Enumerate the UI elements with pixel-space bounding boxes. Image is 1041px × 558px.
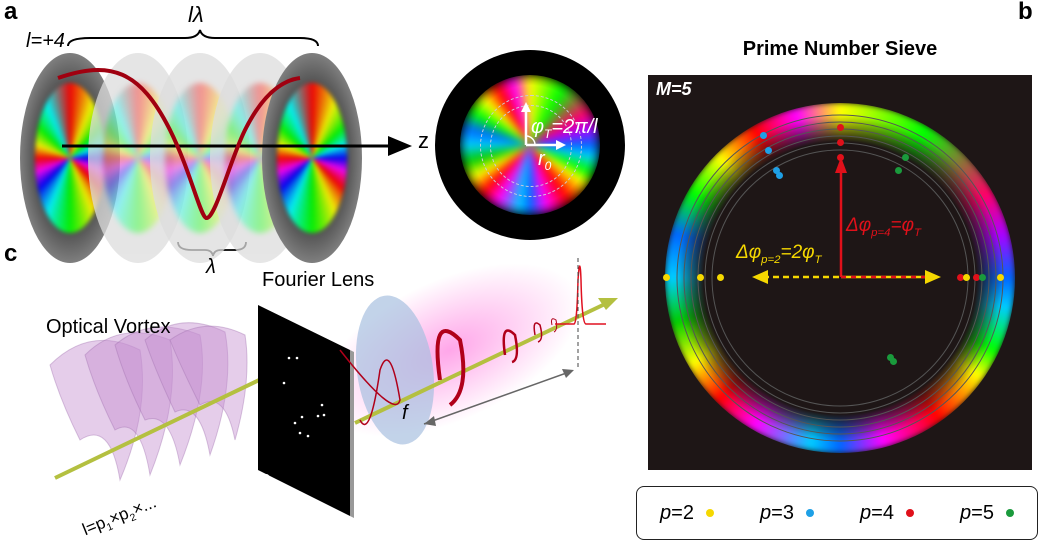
- phase-pattern: [277, 83, 347, 233]
- dashed-ring: [480, 95, 582, 197]
- point-p4: [972, 273, 980, 281]
- axis-arrow-icon: [598, 298, 618, 310]
- sieve-title: Prime Number Sieve: [742, 38, 938, 60]
- ring-overlay: [676, 114, 1004, 442]
- vortex-wavefronts: [49, 322, 248, 482]
- legend-value: =5: [971, 501, 994, 524]
- legend-dot: [905, 509, 914, 517]
- point-p2: [716, 273, 724, 281]
- focal-length-label: f: [402, 402, 408, 424]
- r-symbol: r: [538, 148, 545, 170]
- phi-t-label: φT=2π/l: [531, 116, 598, 141]
- point-p5: [901, 153, 909, 161]
- phi-sub: T: [544, 127, 552, 141]
- legend-value: =4: [871, 501, 894, 524]
- point-p3: [772, 166, 780, 174]
- legend-item-p2: p=2: [660, 502, 714, 525]
- point-p2: [662, 273, 670, 281]
- panel-label-a: a: [4, 0, 18, 25]
- z-label: z: [418, 128, 429, 153]
- legend-dot: [1005, 509, 1014, 517]
- phase-profile: φT=2π/l r0: [435, 50, 625, 240]
- optical-vortex-label: Optical Vortex: [46, 316, 171, 338]
- legend: p=2 p=3 p=4 p=5: [636, 486, 1038, 540]
- helix-wave: [57, 67, 301, 220]
- point-p5: [894, 166, 902, 174]
- legend-item-p3: p=3: [760, 502, 814, 525]
- annot-mid: =2φ: [780, 242, 815, 263]
- legend-item-p5: p=5: [960, 502, 1014, 525]
- point-p4: [836, 123, 844, 131]
- delta-phi: Δφ: [846, 215, 872, 236]
- legend-value: =3: [771, 501, 794, 524]
- point-p5: [889, 357, 897, 365]
- phi-symbol: φ: [531, 116, 545, 138]
- delta-phi: Δφ: [736, 242, 762, 263]
- charge-text: l=+4: [26, 30, 65, 52]
- point-p2: [996, 273, 1004, 281]
- focal-peak: [555, 265, 606, 325]
- span-label: lλ: [188, 2, 204, 27]
- z-arrow-icon: [388, 136, 412, 156]
- legend-item-p4: p=4: [860, 502, 914, 525]
- mask-p: p: [258, 466, 271, 491]
- point-p2: [696, 273, 704, 281]
- legend-p: p: [960, 501, 972, 524]
- sieve-plot: M=5 Δφp=4=φT Δφp=2=2φT: [648, 75, 1032, 470]
- annot-sub2: T: [814, 253, 822, 266]
- legend-p: p: [760, 501, 772, 524]
- panel-label-c: c: [4, 240, 18, 267]
- right-arrow-icon: [925, 270, 941, 284]
- point-p3: [759, 131, 767, 139]
- panel-a-overlay: [57, 67, 412, 220]
- point-p4: [956, 273, 964, 281]
- focal-length-arrow: [423, 370, 573, 425]
- point-p3: [775, 171, 783, 179]
- helical-beam: [339, 318, 558, 426]
- p2-annotation: Δφp=2=2φT: [736, 242, 822, 266]
- panel-label-b: b: [1018, 0, 1033, 25]
- point-p5: [978, 273, 986, 281]
- point-p3: [764, 146, 772, 154]
- r-sub: 0: [544, 159, 552, 173]
- p4-annotation: Δφp=4=φT: [846, 215, 921, 239]
- m-label: M=5: [656, 79, 692, 99]
- panel-c-diagram: [49, 258, 618, 518]
- charge-label: l=+4: [26, 30, 65, 53]
- phi-value: =2π/l: [551, 116, 598, 138]
- mask-label: pk: [258, 466, 277, 494]
- legend-dot: [805, 509, 814, 517]
- span-brace: [67, 29, 319, 47]
- fourier-lens-label: Fourier Lens: [262, 269, 375, 291]
- legend-dot: [705, 509, 714, 517]
- legend-p: p: [860, 501, 872, 524]
- legend-p: p: [660, 501, 672, 524]
- up-arrow-icon: [521, 102, 531, 112]
- r0-label: r0: [538, 148, 551, 173]
- up-arrow-icon: [835, 157, 847, 173]
- point-p4: [836, 153, 844, 161]
- right-arrow-icon: [556, 140, 566, 150]
- annot-sub: p=2: [761, 253, 781, 266]
- fourier-lens: [355, 295, 435, 445]
- annot-mid: =φ: [890, 215, 914, 236]
- legend-value: =2: [671, 501, 694, 524]
- annot-sub2: T: [913, 226, 921, 239]
- annot-sub: p=4: [871, 226, 891, 239]
- angle-arrows: [521, 102, 566, 150]
- mask-holes: [282, 356, 326, 438]
- mask-sub: k: [270, 479, 277, 495]
- prime-mask-screen: [258, 305, 350, 516]
- wavelength-label: λ: [206, 256, 216, 278]
- arrowhead-icon: [424, 416, 436, 426]
- left-arrow-icon: [752, 270, 768, 284]
- point-p4: [836, 138, 844, 146]
- point-p5: [886, 353, 894, 361]
- arrowhead-icon: [562, 369, 574, 378]
- screen-edge: [350, 350, 354, 518]
- point-p2: [962, 273, 970, 281]
